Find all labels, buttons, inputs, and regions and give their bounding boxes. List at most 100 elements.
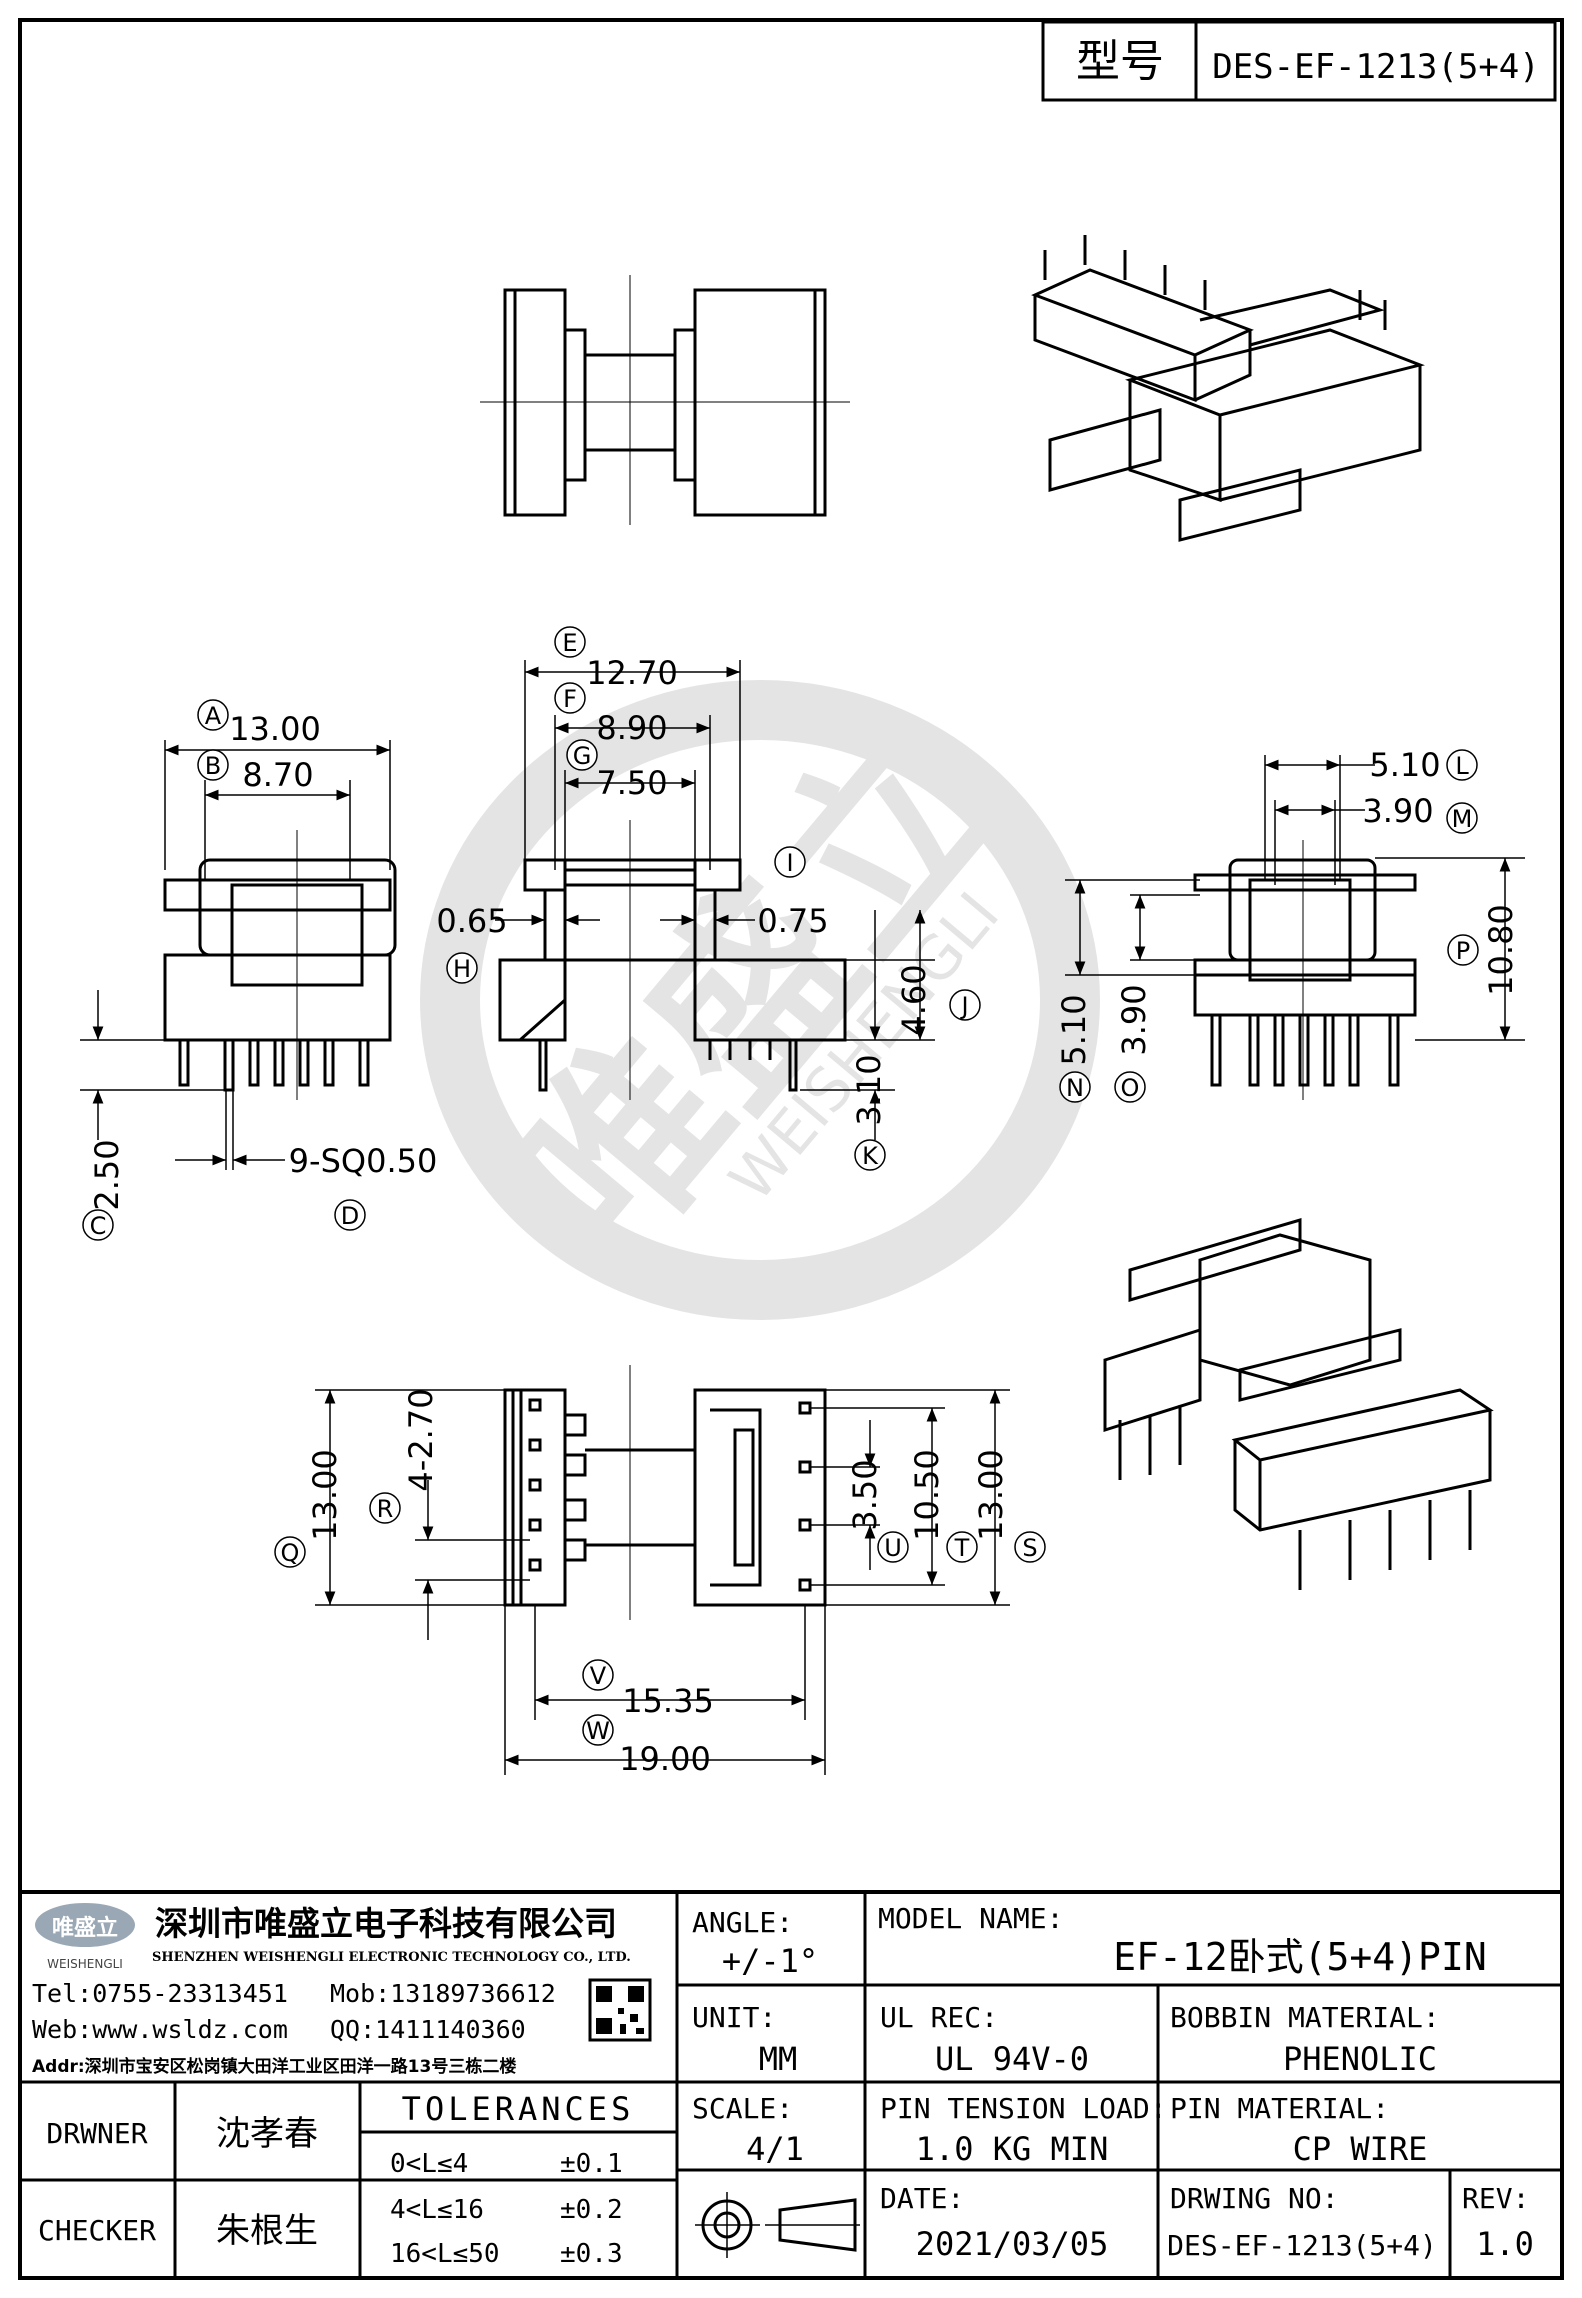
qr-code: [588, 1978, 652, 2042]
dim-D-value: 9-SQ0.50: [289, 1142, 438, 1180]
model-name-value: EF-12卧式(5+4)PIN: [1113, 1935, 1486, 1979]
model-header-code: DES-EF-1213(5+4): [1212, 47, 1540, 87]
company-logo-text: 唯盛立: [52, 1915, 118, 1941]
tolerance-row-3-tol: ±0.3: [560, 2239, 623, 2269]
dim-I-value: 0.75: [757, 902, 828, 940]
unit-value: MM: [759, 2040, 798, 2078]
dim-Q-letter: Q: [281, 1539, 300, 1567]
unit-label: UNIT:: [692, 2001, 776, 2034]
dim-K-value: 3.10: [850, 1054, 888, 1125]
drawer-label: DRWNER: [46, 2117, 147, 2150]
dim-S-letter: S: [1022, 1534, 1037, 1562]
dim-H-letter: H: [453, 955, 471, 983]
dim-A: A 13.00: [164, 699, 391, 870]
dim-U: 3.50 U: [810, 1420, 909, 1570]
tolerance-row-2-range: 4<L≤16: [390, 2195, 484, 2225]
tolerances-label: TOLERANCES: [402, 2090, 635, 2128]
date-label: DATE:: [880, 2182, 964, 2215]
dim-M-letter: M: [1452, 805, 1473, 833]
dim-B-letter: B: [205, 752, 221, 780]
dim-P: 10.80 P: [1375, 857, 1525, 1041]
company-tel: Tel:0755-23313451: [32, 1979, 288, 2008]
dim-M-value: 3.90: [1362, 792, 1433, 830]
angle-label: ANGLE:: [692, 1906, 793, 1939]
sheet-frame: [18, 18, 1564, 2280]
pin-material-value: CP WIRE: [1293, 2130, 1428, 2168]
title-block: [20, 1890, 1562, 2278]
top-view: [480, 275, 850, 525]
dim-U-letter: U: [884, 1534, 902, 1562]
watermark: 唯盛立 WEISHENGLI: [420, 680, 1100, 1320]
dim-W: W 19.00: [504, 1605, 826, 1778]
dim-P-value: 10.80: [1482, 904, 1520, 996]
tension-value: 1.0 KG MIN: [916, 2130, 1109, 2168]
projection-symbol: [695, 2192, 860, 2258]
dim-Q: 13.00 Q: [274, 1389, 510, 1606]
dim-O: 3.90 O: [1114, 894, 1200, 1103]
dim-F: F 8.90: [554, 682, 711, 870]
dim-D: 9-SQ0.50 D: [175, 1090, 438, 1231]
dim-P-letter: P: [1456, 937, 1470, 965]
dim-W-letter: W: [586, 1717, 610, 1745]
dim-E-value: 12.70: [586, 654, 678, 692]
angle-value: +/-1°: [722, 1942, 818, 1980]
scale-value: 4/1: [746, 2130, 804, 2168]
scale-label: SCALE:: [692, 2092, 793, 2125]
dim-Q-value: 13.00: [306, 1449, 344, 1541]
ul-label: UL REC:: [880, 2001, 998, 2034]
dim-G-value: 7.50: [596, 764, 667, 802]
dim-N-letter: N: [1066, 1074, 1084, 1102]
dim-O-value: 3.90: [1115, 984, 1153, 1055]
dim-U-value: 3.50: [846, 1459, 884, 1530]
front-view: [163, 830, 397, 1100]
dim-R-value: 4-2.70: [402, 1388, 440, 1491]
tolerance-row-1-range: 0<L≤4: [390, 2149, 468, 2179]
bobbin-value: PHENOLIC: [1283, 2040, 1437, 2078]
dim-G: G 7.50: [564, 739, 696, 880]
dim-J: 4.60 J: [845, 910, 981, 1041]
dim-M: 3.90 M: [1274, 792, 1478, 885]
drawer-name: 沈孝春: [216, 2114, 318, 2154]
pin-material-label: PIN MATERIAL:: [1170, 2092, 1389, 2125]
date-value: 2021/03/05: [916, 2225, 1109, 2263]
dim-G-letter: G: [573, 742, 592, 770]
checker-label: CHECKER: [38, 2214, 156, 2247]
company-mob: Mob:13189736612: [330, 1979, 556, 2008]
dim-N-value: 5.10: [1055, 994, 1093, 1065]
isometric-view-top: [1031, 235, 1425, 542]
tolerance-row-1-tol: ±0.1: [560, 2149, 623, 2179]
dim-H: 0.65 H: [436, 902, 600, 984]
company-name-cn: 深圳市唯盛立电子科技有限公司: [155, 1904, 617, 1943]
dim-W-value: 19.00: [619, 1740, 711, 1778]
model-header-label: 型号: [1076, 36, 1164, 87]
dim-V: V 15.35: [534, 1605, 806, 1720]
dim-L: 5.10 L: [1264, 746, 1478, 880]
rev-label: REV:: [1462, 2182, 1529, 2215]
dim-T-letter: T: [954, 1534, 970, 1562]
dim-E: E 12.70: [524, 626, 741, 860]
company-addr: Addr:深圳市宝安区松岗镇大田洋工业区田洋一路13号三栋二楼: [32, 2056, 516, 2077]
dim-S-value: 13.00: [972, 1449, 1010, 1541]
dim-F-value: 8.90: [596, 709, 667, 747]
dim-N: 5.10 N: [1055, 879, 1200, 1103]
dim-L-letter: L: [1455, 752, 1469, 780]
drawing-no-value: DES-EF-1213(5+4): [1167, 2229, 1437, 2262]
bobbin-label: BOBBIN MATERIAL:: [1170, 2001, 1440, 2034]
tension-label: PIN TENSION LOAD:: [880, 2092, 1167, 2125]
isometric-view-bottom: [1103, 1217, 1494, 1590]
checker-name: 朱根生: [216, 2211, 318, 2251]
dim-C: 2.50 C: [80, 990, 230, 1241]
drawing-no-label: DRWING NO:: [1170, 2182, 1339, 2215]
dim-V-value: 15.35: [622, 1682, 714, 1720]
tolerance-row-3-range: 16<L≤50: [390, 2239, 500, 2269]
dim-A-value: 13.00: [229, 710, 321, 748]
dim-A-letter: A: [205, 702, 222, 730]
company-qq: QQ:1411140360: [330, 2015, 526, 2044]
dim-I: 0.75 I: [660, 846, 829, 940]
model-name-label: MODEL NAME:: [878, 1902, 1063, 1935]
dim-L-value: 5.10: [1369, 746, 1440, 784]
dim-R-letter: R: [377, 1495, 394, 1523]
dim-K-letter: K: [862, 1142, 879, 1170]
dim-D-letter: D: [341, 1202, 359, 1230]
